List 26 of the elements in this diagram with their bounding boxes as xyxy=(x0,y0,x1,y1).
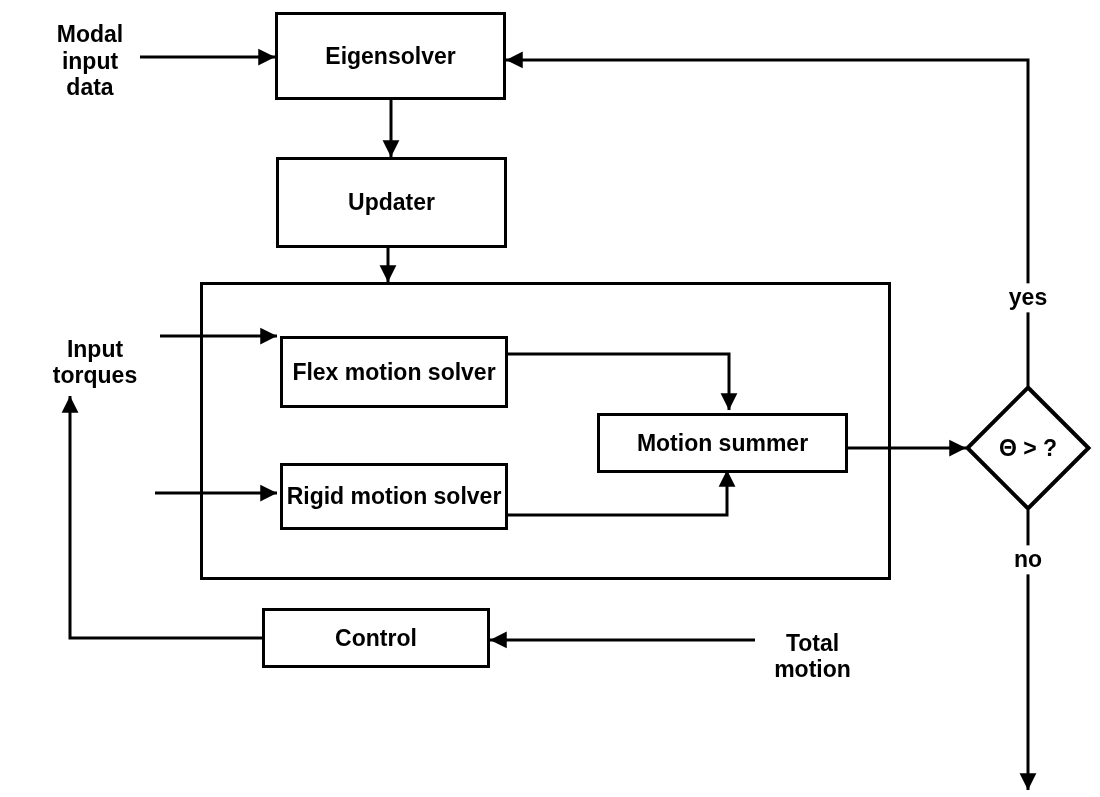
arrow xyxy=(489,631,755,649)
box-label: Control xyxy=(335,624,417,652)
text-label: Modal input data xyxy=(55,21,125,101)
arrow xyxy=(505,51,1030,386)
process-box xyxy=(275,12,506,100)
box-label: Updater xyxy=(348,189,435,216)
arrow xyxy=(379,248,397,283)
text-label: Input torques xyxy=(51,335,139,389)
arrow xyxy=(155,484,278,502)
arrow xyxy=(1019,510,1037,791)
arrow xyxy=(160,327,278,345)
condition-label: Θ > ? xyxy=(998,434,1058,462)
box-label: Motion summer xyxy=(636,429,809,457)
box-label: Flex motion solver xyxy=(292,358,496,386)
arrow xyxy=(382,100,400,158)
process-box xyxy=(276,157,507,248)
process-box xyxy=(262,608,490,668)
arrow xyxy=(61,395,262,640)
process-box xyxy=(280,336,508,408)
arrow xyxy=(140,48,276,66)
text-label: Total motion xyxy=(773,629,852,683)
box-label: Eigensolver xyxy=(325,42,456,70)
group-frame xyxy=(200,282,891,580)
process-box xyxy=(597,413,848,473)
process-box xyxy=(280,463,508,530)
box-label: Rigid motion solver xyxy=(286,483,502,510)
